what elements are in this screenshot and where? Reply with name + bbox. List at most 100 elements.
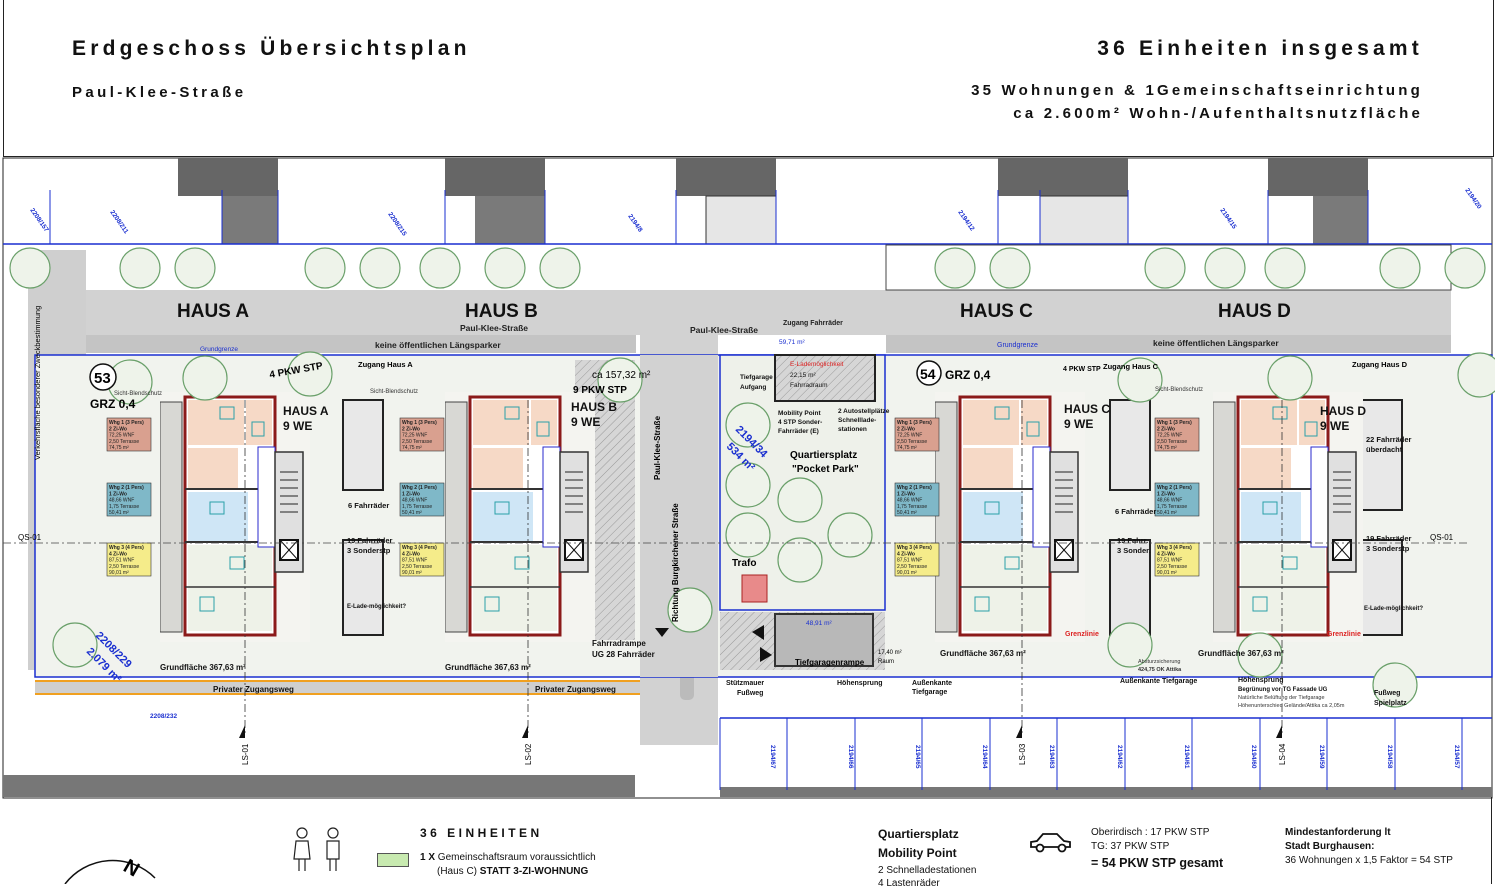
hoehenunterschied-label: Höhenunterschied Gelände/Attika ca 2,05m xyxy=(1238,703,1345,709)
section-arrow-icon xyxy=(1016,725,1022,738)
tree-icon xyxy=(1267,355,1313,401)
bikes-22-d-2: überdacht xyxy=(1366,445,1403,454)
absturz-1: Absturzsicherung xyxy=(1138,659,1181,665)
neighbor-building-bottom-left xyxy=(3,775,635,797)
house-d-units: 9 WE xyxy=(1320,419,1349,433)
unit-info-total: 74,75 m² xyxy=(109,445,129,451)
aussenkante-1: Außenkante xyxy=(912,680,952,687)
tree-icon xyxy=(597,357,643,403)
north-arrow-icon: N xyxy=(64,855,156,884)
tree-icon xyxy=(287,351,333,397)
legend-parking-2: TG: 37 PKW STP xyxy=(1091,841,1170,852)
unit-info-title: Whg 2 (1 Pers) xyxy=(109,485,144,491)
parcel-number: 2194/59 xyxy=(1318,745,1325,769)
grundgrenze-label-2: Grundgrenze xyxy=(997,342,1038,349)
legend-min-2: Stadt Burghausen: xyxy=(1285,841,1375,852)
house-b-floorplan xyxy=(445,392,595,642)
legend-quartier-2: Mobility Point xyxy=(878,846,957,860)
sichtschutz-label: Sicht-Blendschutz xyxy=(114,391,162,397)
unit-info-total: 90,01 m² xyxy=(897,570,917,576)
unit-info-title: Whg 2 (1 Pers) xyxy=(402,485,437,491)
unit-info-total: 74,75 m² xyxy=(402,445,422,451)
north-label: N xyxy=(120,855,144,881)
unit-info-wnf: 48,66 WNF xyxy=(402,498,427,504)
unit-info-total: 50,41 m² xyxy=(109,510,129,516)
unit-info-box xyxy=(399,542,445,577)
unit-info-rooms: 4 Zi-Wo xyxy=(1157,551,1175,557)
raum-area: 17,40 m² xyxy=(878,650,902,656)
unit-info-terrace: 2,50 Terrasse xyxy=(109,439,139,445)
unit-info-terrace: 2,50 Terrasse xyxy=(897,564,927,570)
raum-label: Raum xyxy=(878,659,894,665)
parcel-number: 2194/61 xyxy=(1183,745,1190,769)
bikes-22-d-1: 22 Fahrräder xyxy=(1366,435,1412,444)
street-label-haus-c: HAUS C xyxy=(960,301,1033,322)
tree-icon xyxy=(989,247,1031,289)
grenzlinie-c: Grenzlinie xyxy=(1065,631,1099,638)
bikes-6-c: 6 Fahrräder xyxy=(1115,507,1156,516)
neighbor-buildings xyxy=(178,158,1368,245)
unit-info-terrace: 1,75 Terrasse xyxy=(1157,504,1187,510)
section-qs01-left: QS-01 xyxy=(18,533,42,542)
unit-info-title: Whg 1 (3 Pers) xyxy=(897,420,932,426)
unit-info-title: Whg 3 (4 Pers) xyxy=(109,545,144,551)
right-border xyxy=(1491,797,1492,884)
community-house: (Haus C) xyxy=(437,866,478,877)
direction-arrow-icon xyxy=(655,628,669,637)
bikes-19-a-1: 19 Fahrräder xyxy=(347,536,393,545)
house-c-label: HAUS C xyxy=(1064,402,1110,416)
hoehensprung-label: Höhensprung xyxy=(837,680,883,687)
total-units: 36 Einheiten insgesamt xyxy=(1097,37,1423,60)
tree-icon xyxy=(119,247,161,289)
tree-icon xyxy=(1379,247,1421,289)
tiefgaragenrampe xyxy=(774,613,874,667)
unit-info-rooms: 1 Zi-Wo xyxy=(109,491,127,497)
parcel-number: 2194/67 xyxy=(769,745,776,769)
tree-icon xyxy=(1457,352,1495,398)
fussweg-label: Fußweg xyxy=(737,690,763,697)
legend-quartier-3: 2 Schnelladestationen xyxy=(878,865,977,876)
unit-info-terrace: 1,75 Terrasse xyxy=(402,504,432,510)
section-label: LS-04 xyxy=(1278,743,1287,765)
grundgrenze-label: Grundgrenze xyxy=(200,346,238,353)
unit-info-box xyxy=(106,542,152,577)
verkehrsflaeche-label: Verkehrsfläche besonderer Zweckbestimmun… xyxy=(33,306,42,460)
unit-info-terrace: 2,50 Terrasse xyxy=(1157,439,1187,445)
unit-info-terrace: 2,50 Terrasse xyxy=(402,564,432,570)
grundflaeche-a: Grundfläche 367,63 m² xyxy=(160,663,246,672)
unit-info-box xyxy=(399,482,445,517)
unit-info-total: 90,01 m² xyxy=(1157,570,1177,576)
lot-number-54: 54 xyxy=(920,366,936,382)
tree-icon xyxy=(725,462,771,508)
unit-info-wnf: 72,25 WNF xyxy=(402,433,427,439)
area-summary: ca 2.600m² Wohn-/Aufenthaltsnutzfläche xyxy=(1013,105,1423,122)
zugang-haus-d: Zugang Haus D xyxy=(1352,360,1408,369)
unit-info-title: Whg 3 (4 Pers) xyxy=(897,545,932,551)
bikes-19-d-1: 19 Fahrräder xyxy=(1366,534,1412,543)
unit-info-rooms: 2 Zi-Wo xyxy=(897,426,915,432)
unit-info-box xyxy=(1154,417,1200,452)
tree-icon xyxy=(182,355,228,401)
mobility-point-1: Mobility Point xyxy=(778,410,821,417)
parcel-232: 2208/232 xyxy=(150,713,177,720)
community-swatch xyxy=(377,853,409,867)
unit-info-terrace: 1,75 Terrasse xyxy=(897,504,927,510)
trees xyxy=(9,247,1495,708)
unit-info-title: Whg 3 (4 Pers) xyxy=(402,545,437,551)
unit-info-rooms: 2 Zi-Wo xyxy=(109,426,127,432)
bikes-19-c-1: 19 Fahrr. xyxy=(1117,536,1148,545)
mobility-point-3: Fahrräder (E) xyxy=(778,428,819,435)
quartiersplatz-label: Quartiersplatz xyxy=(790,450,857,461)
grundflaeche-d: Grundfläche 367,63 m² xyxy=(1198,649,1284,658)
unit-info-terrace: 2,50 Terrasse xyxy=(897,439,927,445)
area-4891: 48,91 m² xyxy=(806,620,832,627)
unit-info-rooms: 4 Zi-Wo xyxy=(402,551,420,557)
unit-info-title: Whg 1 (3 Pers) xyxy=(1157,420,1192,426)
unit-info-total: 74,75 m² xyxy=(1157,445,1177,451)
trafo-label: Trafo xyxy=(732,558,756,569)
unit-info-box xyxy=(106,482,152,517)
unit-info-rooms: 4 Zi-Wo xyxy=(897,551,915,557)
tree-icon xyxy=(725,402,771,448)
sichtschutz-label-c: Sicht-Blendschutz xyxy=(1155,387,1203,393)
unit-info-box xyxy=(894,482,940,517)
